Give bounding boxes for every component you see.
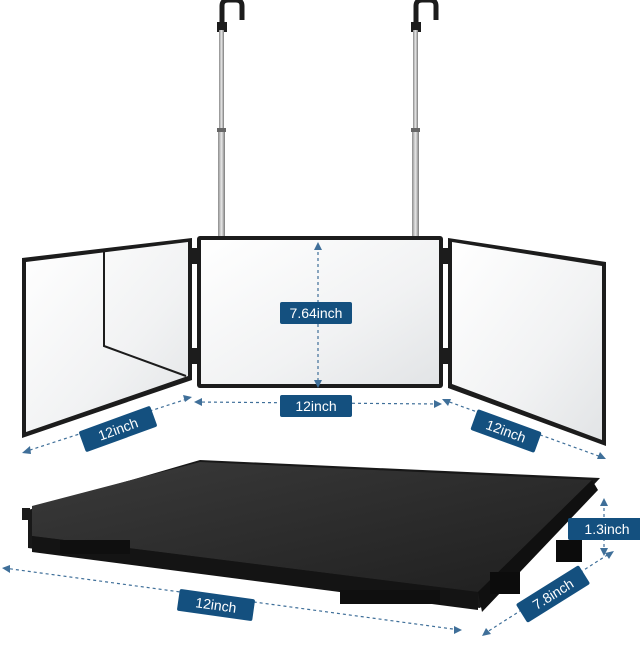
folded-storage-case xyxy=(22,460,600,612)
right-mirror-panel xyxy=(448,238,606,446)
mirror-height-label: 7.64inch xyxy=(280,302,352,324)
case-height-label: 1.3inch xyxy=(568,518,640,540)
center-panel-width-label: 12inch xyxy=(280,395,352,417)
left-mirror-panel xyxy=(22,238,192,438)
hanging-hooks xyxy=(217,0,439,32)
case-dimension-arrowheads xyxy=(2,498,614,636)
telescopic-rods xyxy=(217,30,420,240)
dimension-arrowheads xyxy=(22,242,606,459)
